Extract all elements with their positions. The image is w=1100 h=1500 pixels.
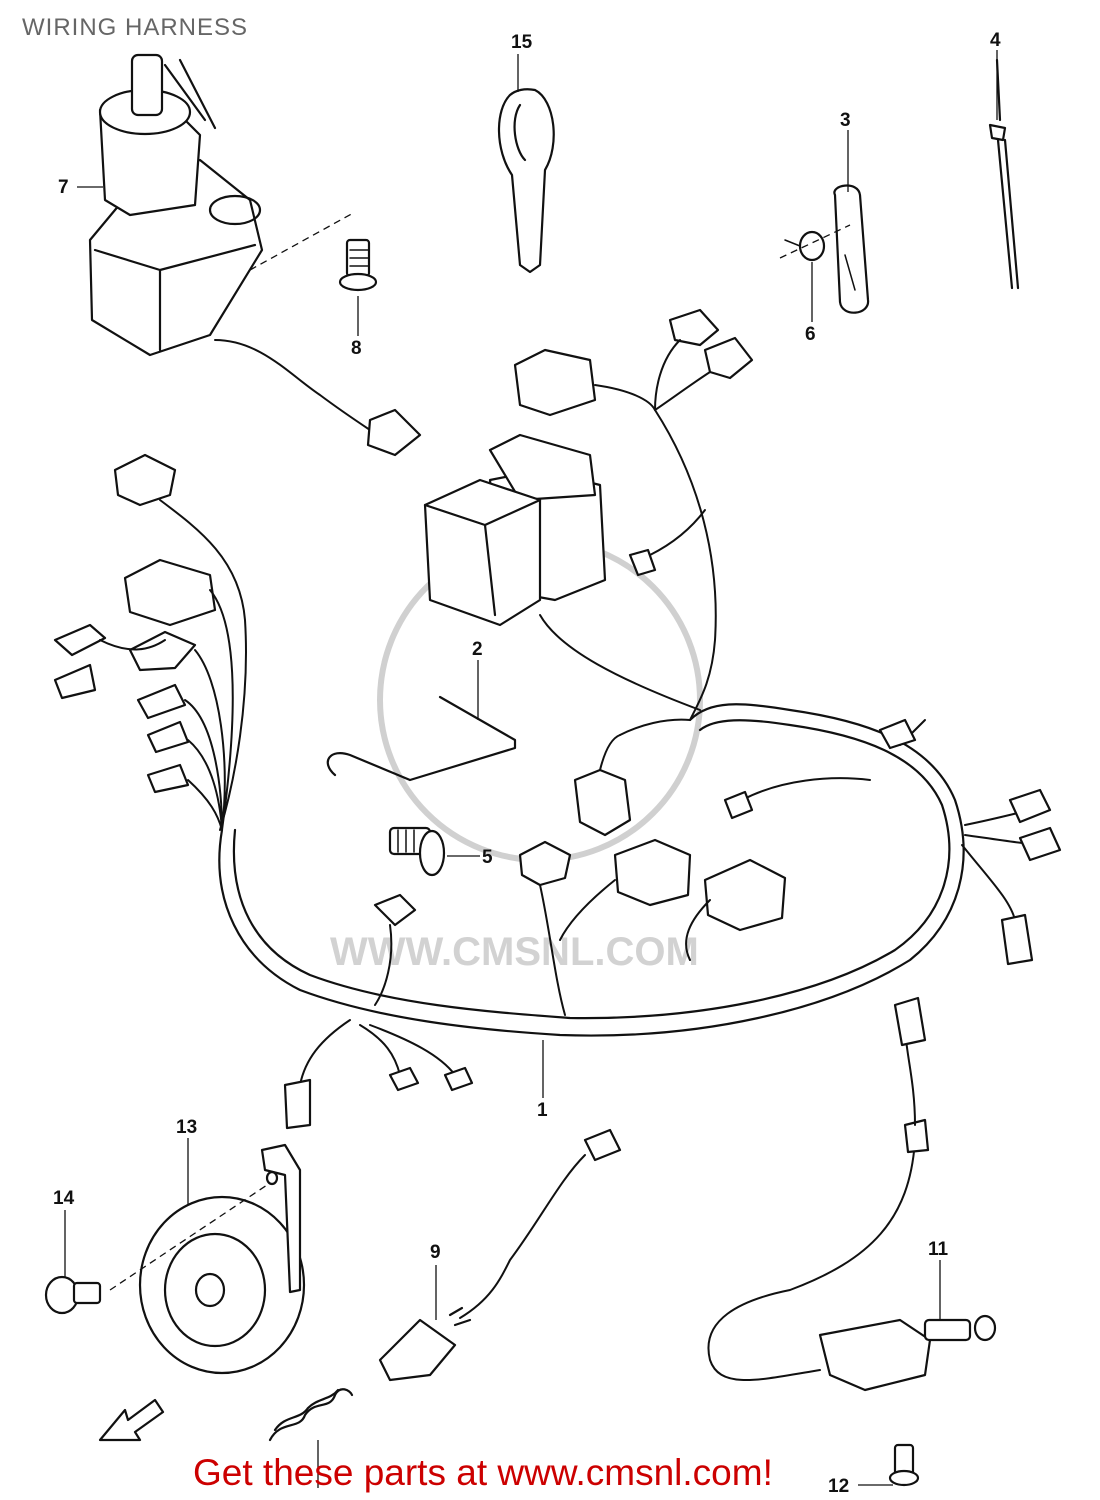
horn-part-13 bbox=[138, 1143, 306, 1375]
screw-part-6 bbox=[784, 230, 826, 262]
cable-tie-part-4 bbox=[988, 58, 1020, 290]
part-label-6: 6 bbox=[805, 324, 816, 345]
bolt-part-14 bbox=[44, 1182, 271, 1315]
part-label-15: 15 bbox=[511, 32, 533, 53]
part-label-11: 11 bbox=[928, 1239, 949, 1260]
screw-part-12 bbox=[888, 1443, 920, 1487]
relay-block bbox=[423, 433, 701, 711]
key-part-15 bbox=[497, 88, 555, 274]
ignition-switch-part-7 bbox=[88, 53, 422, 457]
part-label-13: 13 bbox=[176, 1117, 197, 1138]
upper-connectors bbox=[513, 308, 754, 721]
part-label-2: 2 bbox=[472, 639, 483, 660]
part-labels: 15 3 4 7 8 6 2 5 1 13 14 9 11 12 bbox=[53, 30, 1001, 1497]
part-label-4: 4 bbox=[990, 30, 1001, 51]
part-label-8: 8 bbox=[351, 338, 362, 359]
rod-part-2 bbox=[326, 695, 517, 782]
part-label-7: 7 bbox=[58, 177, 69, 198]
bolt-part-8 bbox=[338, 238, 378, 292]
left-connectors bbox=[53, 453, 247, 831]
part-label-9: 9 bbox=[430, 1242, 441, 1263]
part-label-14: 14 bbox=[53, 1188, 75, 1209]
part-label-12: 12 bbox=[828, 1476, 849, 1497]
dashed-line-3-6 bbox=[779, 224, 851, 259]
part-label-3: 3 bbox=[840, 110, 851, 131]
leader-lines bbox=[64, 50, 998, 1488]
spring bbox=[268, 1388, 354, 1442]
screw-part-5 bbox=[388, 826, 446, 877]
watermark-text: WWW.CMSNL.COM bbox=[330, 930, 699, 974]
side-stand-switch-part-11 bbox=[707, 996, 997, 1392]
part-label-1: 1 bbox=[537, 1100, 548, 1121]
dashed-line-7-8 bbox=[249, 211, 356, 271]
front-arrow-icon bbox=[98, 1398, 165, 1442]
main-harness-part-1 bbox=[218, 703, 1062, 1130]
clamp-part-3 bbox=[833, 184, 870, 314]
page-title: WIRING HARNESS bbox=[22, 14, 249, 41]
switch-part-9 bbox=[378, 1128, 622, 1382]
footer-link[interactable]: Get these parts at www.cmsnl.com! bbox=[193, 1452, 773, 1493]
part-label-5: 5 bbox=[482, 847, 493, 868]
